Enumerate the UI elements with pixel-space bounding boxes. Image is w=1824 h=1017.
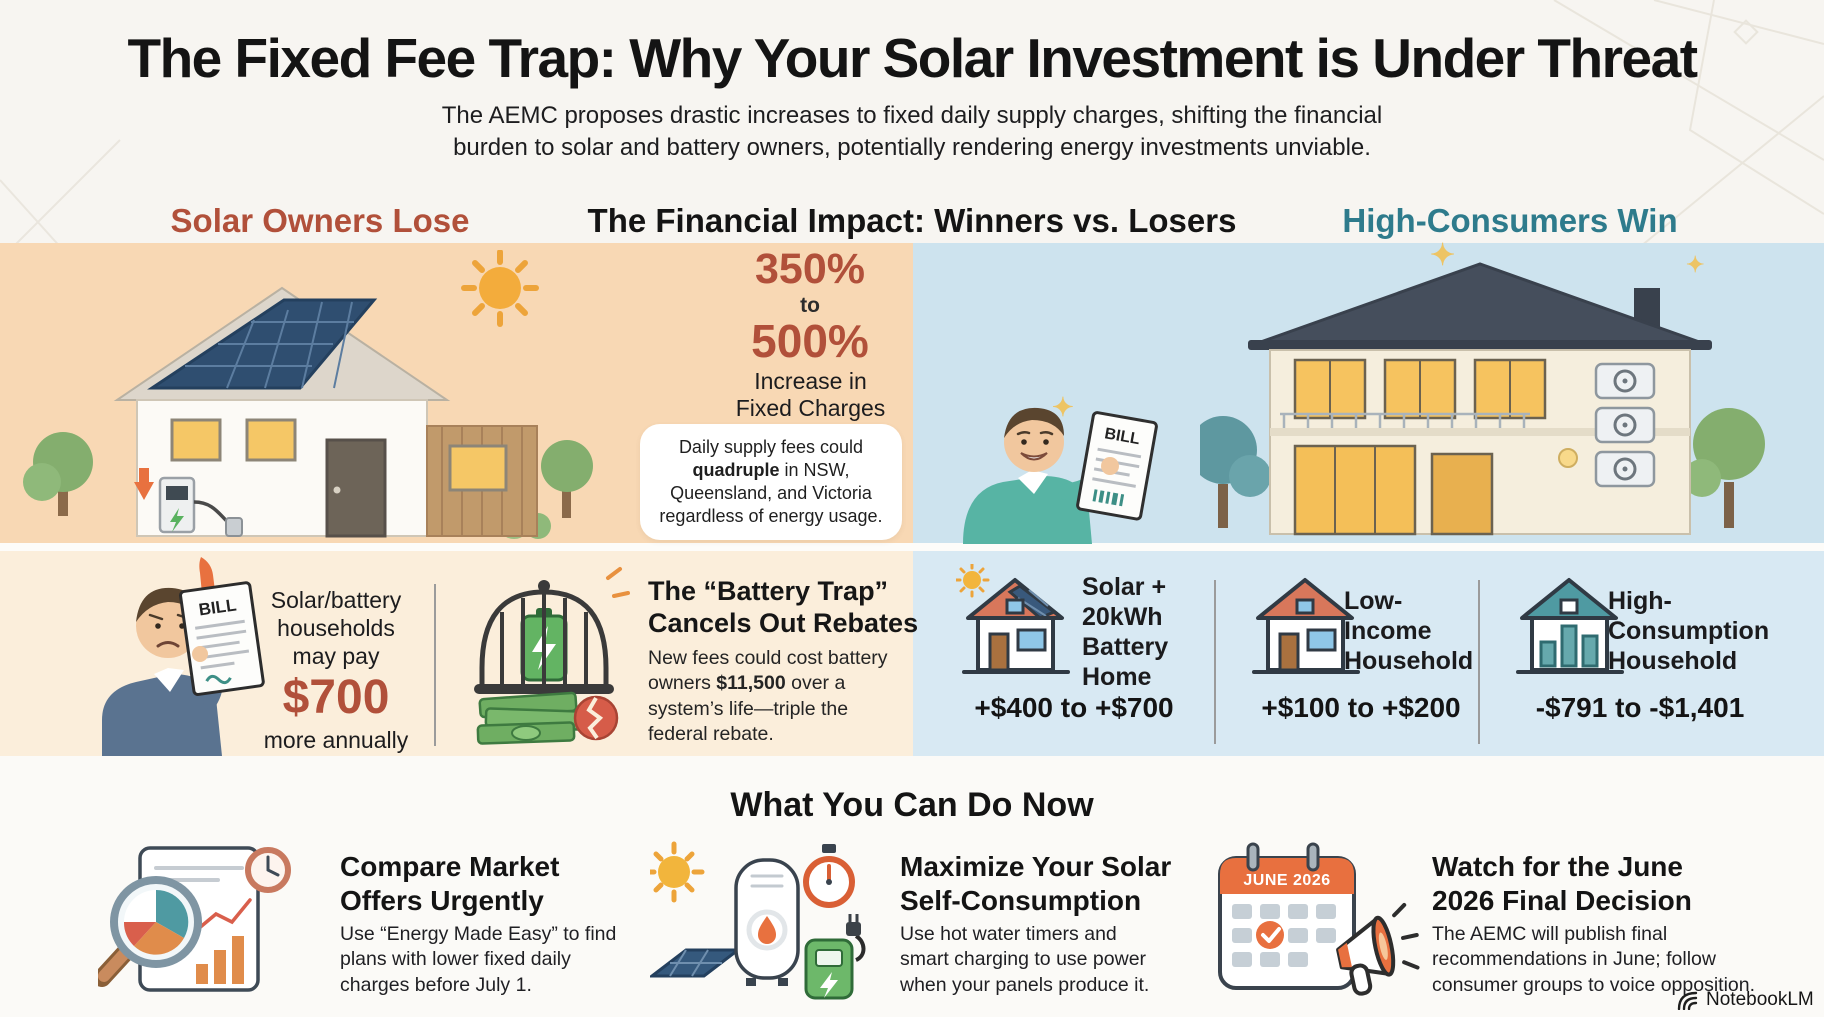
winners-divider bbox=[1214, 580, 1216, 744]
magnifier-icon bbox=[98, 876, 202, 987]
band-separator bbox=[0, 543, 1824, 551]
household-cost-tail: more annually bbox=[263, 726, 409, 753]
winner-item-label: Low-Income Household bbox=[1344, 587, 1474, 675]
bill-icon: BILL bbox=[179, 581, 265, 696]
winner-item-value: +$100 to +$200 bbox=[1261, 692, 1461, 723]
sun-icon bbox=[650, 841, 705, 903]
winner-item-value: +$400 to +$700 bbox=[974, 692, 1174, 723]
solar-house-illustration bbox=[23, 250, 593, 539]
house-body bbox=[113, 286, 538, 538]
stat-increase-from: 350% bbox=[755, 245, 865, 293]
decision-date-icon: JUNE 2026 bbox=[1218, 842, 1420, 996]
trap-body-bold: $11,500 bbox=[716, 672, 786, 695]
timer-icon bbox=[803, 844, 855, 908]
losers-divider bbox=[434, 584, 436, 746]
notebooklm-logo: NotebookLM bbox=[1676, 989, 1814, 1011]
clock-icon bbox=[245, 847, 291, 893]
happy-man-illustration: BILL bbox=[963, 407, 1158, 544]
tree-icon bbox=[541, 440, 593, 518]
notebooklm-icon bbox=[1677, 991, 1698, 1010]
action-title: Compare Market Offers Urgently bbox=[340, 851, 560, 916]
tree-icon bbox=[23, 432, 93, 516]
battery-trap-body: New fees could cost battery owners $11,5… bbox=[648, 646, 913, 747]
callout-bold-text: quadruple bbox=[692, 460, 780, 481]
action-body: Use “Energy Made Easy” to find plans wit… bbox=[340, 923, 617, 996]
section-header-losers: Solar Owners Lose bbox=[170, 202, 470, 239]
panel-winners-bottom bbox=[913, 551, 1824, 756]
stat-increase-connector: to bbox=[800, 294, 820, 317]
luxury-house-illustration bbox=[1200, 262, 1765, 536]
action-body: Use hot water timers and smart charging … bbox=[900, 923, 1150, 996]
sparkle-icon: ✦ bbox=[1430, 239, 1456, 272]
supply-fee-callout: Daily supply fees could quadruple in NSW… bbox=[640, 424, 902, 541]
stat-increase-caption: Increase in Fixed Charges bbox=[735, 368, 886, 421]
winners-divider bbox=[1478, 580, 1480, 744]
household-cost-block: Solar/battery households may pay $700 mo… bbox=[263, 586, 409, 754]
trap-body-text: over a system’s life—triple the federal … bbox=[648, 672, 849, 746]
section-header-winners: High-Consumers Win bbox=[1342, 202, 1678, 239]
callout-text: Daily supply fees could bbox=[678, 437, 864, 457]
calendar-label: JUNE 2026 bbox=[1243, 872, 1330, 889]
winner-item-label: High-Consumption Household bbox=[1608, 587, 1770, 675]
birdcage-battery-icon bbox=[474, 567, 630, 745]
household-cost-text: Solar/battery households may pay bbox=[270, 587, 402, 670]
air-conditioner-icon bbox=[1594, 450, 1656, 488]
water-heater-icon bbox=[734, 858, 800, 986]
house-body bbox=[1248, 262, 1712, 536]
stat-increase-to: 500% bbox=[751, 315, 869, 367]
action-body: The AEMC will publish final recommendati… bbox=[1432, 923, 1756, 996]
solar-battery-house-icon bbox=[956, 564, 1070, 674]
bar-chart-icon bbox=[1539, 624, 1599, 668]
calendar-icon: JUNE 2026 bbox=[1218, 842, 1356, 990]
solar-panel-icon bbox=[650, 948, 743, 978]
actions-heading: What You Can Do Now bbox=[730, 786, 1094, 824]
bill-label: BILL bbox=[1103, 425, 1141, 448]
page-subtitle: The AEMC proposes drastic increases to f… bbox=[441, 102, 1383, 162]
solar-self-consumption-icon bbox=[650, 841, 866, 1000]
tree-icon bbox=[1683, 408, 1765, 528]
sparkle-icon: ✦ bbox=[1052, 392, 1074, 422]
worried-man-illustration: BILL bbox=[102, 581, 265, 756]
section-header-impact: The Financial Impact: Winners vs. Losers bbox=[587, 202, 1237, 239]
sun-icon bbox=[461, 250, 539, 327]
action-title: Watch for the June 2026 Final Decision bbox=[1432, 851, 1692, 916]
magnifier-chart-icon bbox=[98, 846, 291, 992]
battery-trap-title: The “Battery Trap” Cancels Out Rebates bbox=[648, 576, 919, 638]
low-income-house-icon bbox=[1252, 578, 1360, 674]
megaphone-icon bbox=[1336, 902, 1420, 996]
money-stack-icon bbox=[476, 691, 584, 745]
high-consumption-house-icon bbox=[1516, 578, 1624, 674]
tree-icon bbox=[1200, 416, 1271, 528]
ev-charger-icon bbox=[134, 468, 243, 537]
callout-text: in NSW, Queensland, and Victoria regardl… bbox=[659, 460, 883, 527]
winner-item-value: -$791 to -$1,401 bbox=[1535, 692, 1745, 723]
page-title: The Fixed Fee Trap: Why Your Solar Inves… bbox=[127, 27, 1698, 89]
trap-body-text: New fees could cost battery owners bbox=[648, 647, 888, 695]
actions-section-background bbox=[0, 756, 1824, 1017]
sparkle-icon: ✦ bbox=[1686, 252, 1705, 277]
household-cost-amount: $700 bbox=[282, 671, 390, 725]
ev-charger-icon bbox=[804, 914, 866, 1000]
winner-item-label: Solar + 20kWh Battery Home bbox=[1082, 573, 1169, 691]
action-title: Maximize Your Solar Self-Consumption bbox=[900, 851, 1172, 916]
notebooklm-label: NotebookLM bbox=[1706, 989, 1814, 1010]
solar-panel-icon bbox=[147, 298, 378, 390]
air-conditioner-icon bbox=[1594, 406, 1656, 444]
sun-icon bbox=[956, 564, 990, 598]
air-conditioner-icon bbox=[1594, 362, 1656, 400]
broken-coin-icon bbox=[573, 695, 619, 741]
